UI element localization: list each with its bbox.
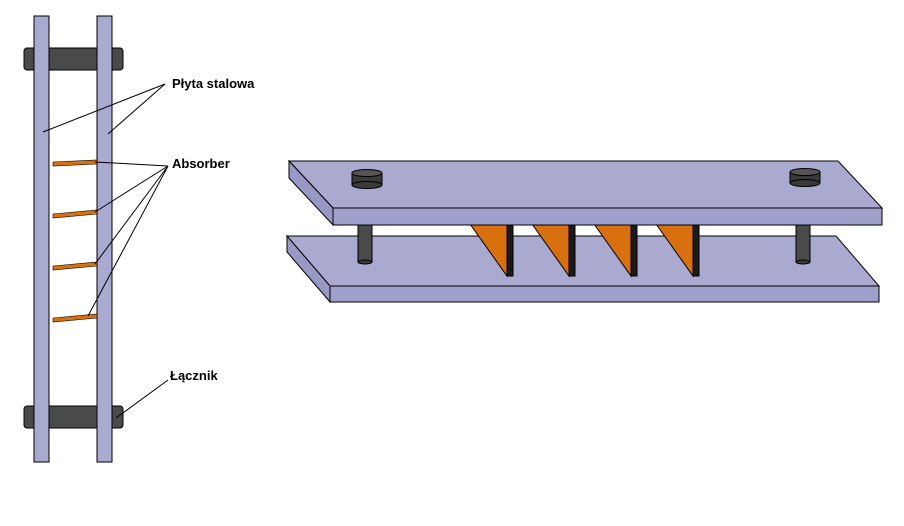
label-absorber: Absorber [172,156,230,171]
side-absorber-4 [52,313,98,323]
iso-connector-right [795,221,811,265]
leader-connector [115,379,169,419]
label-connector: Łącznik [170,368,218,383]
leader-plate-2 [107,83,166,135]
side-absorber-3 [52,261,98,271]
iso-connector-head-right [789,168,821,187]
label-steel-plate: Płyta stalowa [172,76,255,91]
leader-absorber-3 [94,165,169,265]
iso-top-plate [287,159,884,227]
leader-absorber-2 [94,165,169,213]
side-absorber-2 [52,209,98,219]
iso-view [285,159,884,304]
side-absorber-1 [52,159,98,167]
iso-absorber-2 [531,223,576,278]
side-view [23,15,169,463]
leader-absorber-1 [94,161,169,167]
iso-bottom-plate [285,234,881,304]
iso-absorber-1 [469,223,514,278]
iso-connector-left [357,221,373,265]
leader-absorber-4 [87,165,169,317]
iso-connector-head-left [351,169,383,189]
side-plate-left [33,15,50,463]
leader-plate-1 [42,83,166,133]
side-plate-right [96,15,113,463]
